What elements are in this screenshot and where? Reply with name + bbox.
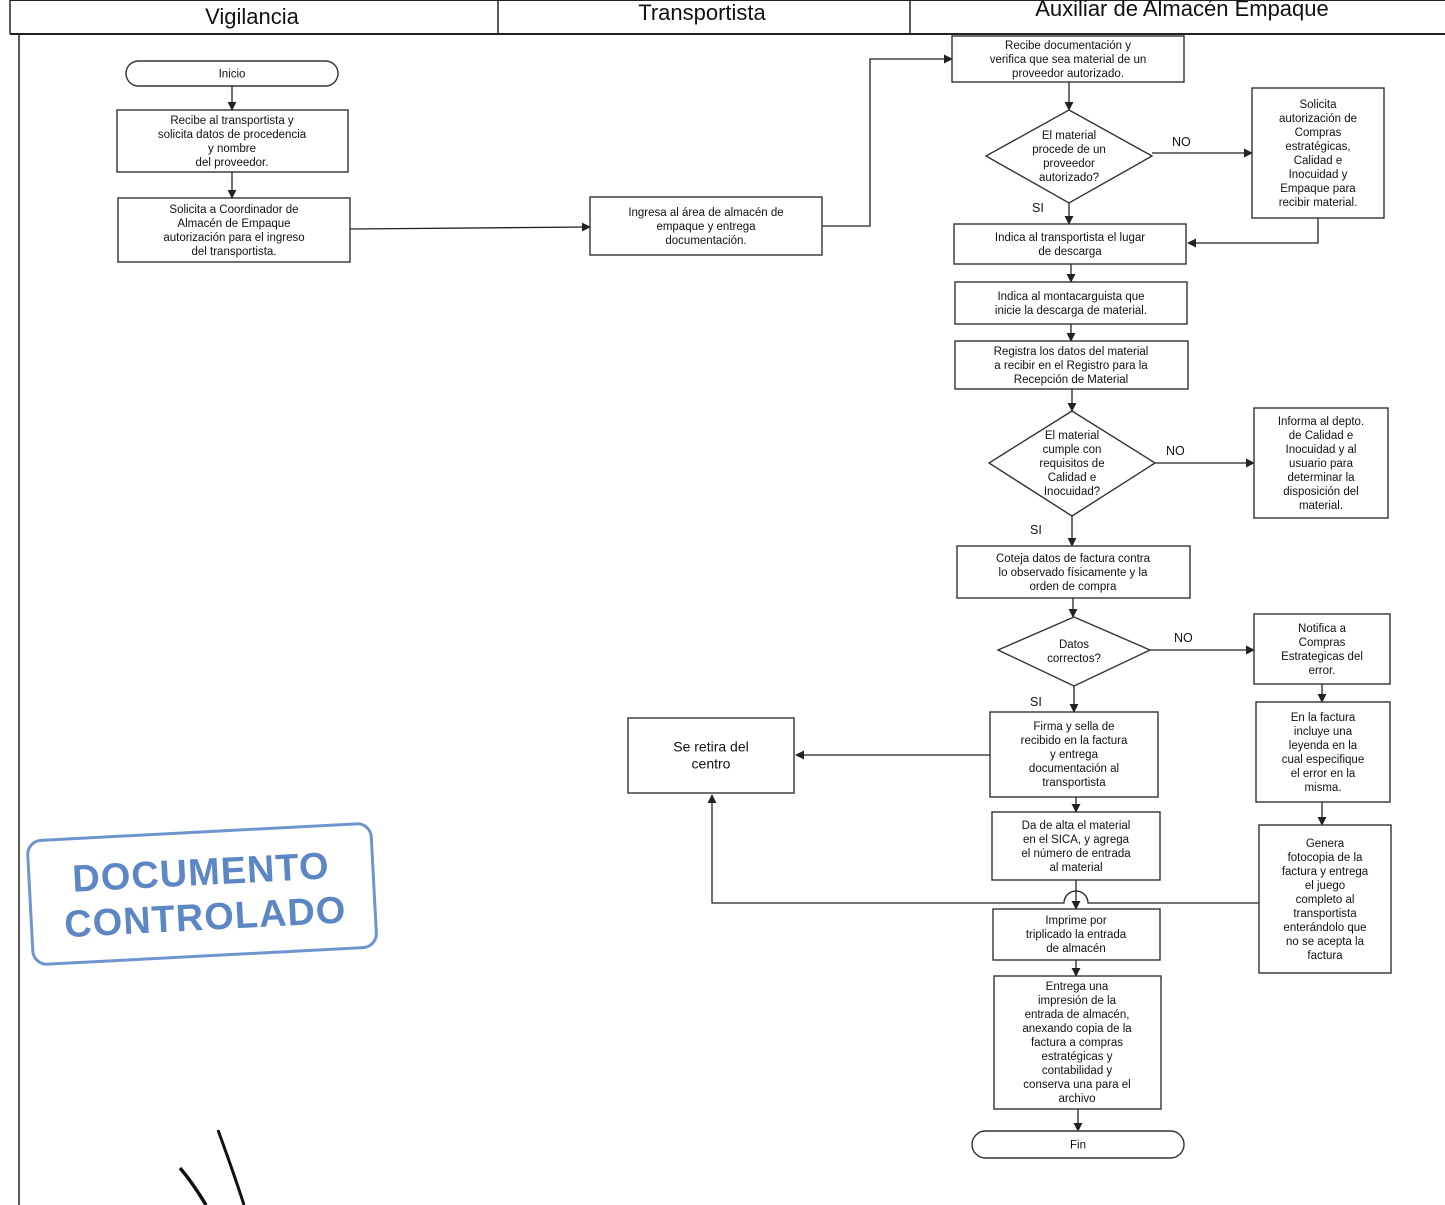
edge-n1-a2 <box>1187 218 1319 248</box>
lane-headers: Vigilancia Transportista Auxiliar de Alm… <box>205 0 1329 29</box>
node-fin: Fin <box>971 1130 1185 1159</box>
node-fin-text: Fin <box>1070 1140 1086 1152</box>
label-si-3: SI <box>1030 695 1042 709</box>
lane-header-transportista: Transportista <box>638 0 766 25</box>
edge-v2-t1 <box>349 222 591 232</box>
label-no-2: NO <box>1166 444 1185 458</box>
swimlane-frame <box>9 0 1445 1205</box>
edge-n5-t2 <box>707 794 1259 904</box>
controlled-document-stamp: DOCUMENTO CONTROLADO <box>26 822 378 966</box>
label-no-3: NO <box>1174 631 1193 645</box>
label-si-2: SI <box>1030 523 1042 537</box>
label-no-1: NO <box>1172 135 1191 149</box>
signature-mark <box>178 1129 246 1205</box>
lane-header-vigilancia: Vigilancia <box>205 4 300 29</box>
node-inicio-text: Inicio <box>219 69 246 81</box>
edge-t1-a1 <box>822 54 953 227</box>
node-inicio: Inicio <box>125 60 339 87</box>
connectors <box>227 54 1327 1132</box>
lane-header-auxiliar: Auxiliar de Almacén Empaque <box>1035 0 1329 21</box>
branch-labels: NO SI NO SI NO SI <box>1030 135 1193 709</box>
label-si-1: SI <box>1032 201 1044 215</box>
